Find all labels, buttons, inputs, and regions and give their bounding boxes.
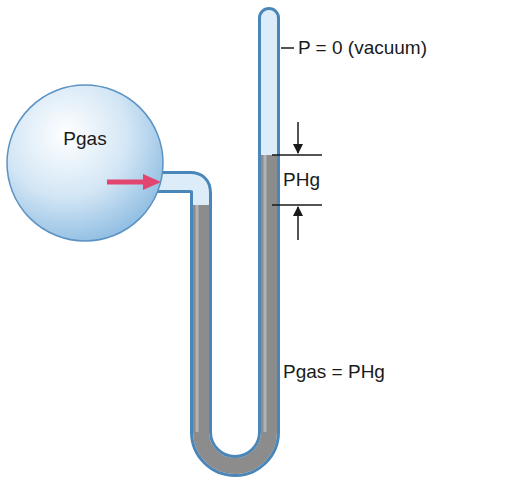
mercury-highlight [196, 205, 199, 432]
equation-label: Pgas = PHg [283, 362, 385, 383]
gas-bulb: Pgas [5, 83, 165, 243]
gas-bulb-shape [7, 85, 163, 241]
leader-line [281, 47, 294, 49]
dimension-arrow [297, 207, 299, 240]
height-label: PHg [283, 170, 320, 191]
tube-interior [130, 18, 269, 466]
mercury-column [201, 155, 269, 466]
pressure-arrow [107, 180, 145, 185]
vacuum-label: P = 0 (vacuum) [298, 38, 427, 59]
bracket-line [272, 154, 322, 156]
bulb-outline [5, 83, 165, 243]
bracket-line [272, 204, 322, 206]
mercury-highlight [264, 155, 267, 432]
dimension-arrow [297, 122, 299, 153]
tube-wall [130, 18, 269, 466]
pressure-symbol: Pgas [63, 129, 106, 150]
pressure-arrowhead [143, 174, 161, 190]
